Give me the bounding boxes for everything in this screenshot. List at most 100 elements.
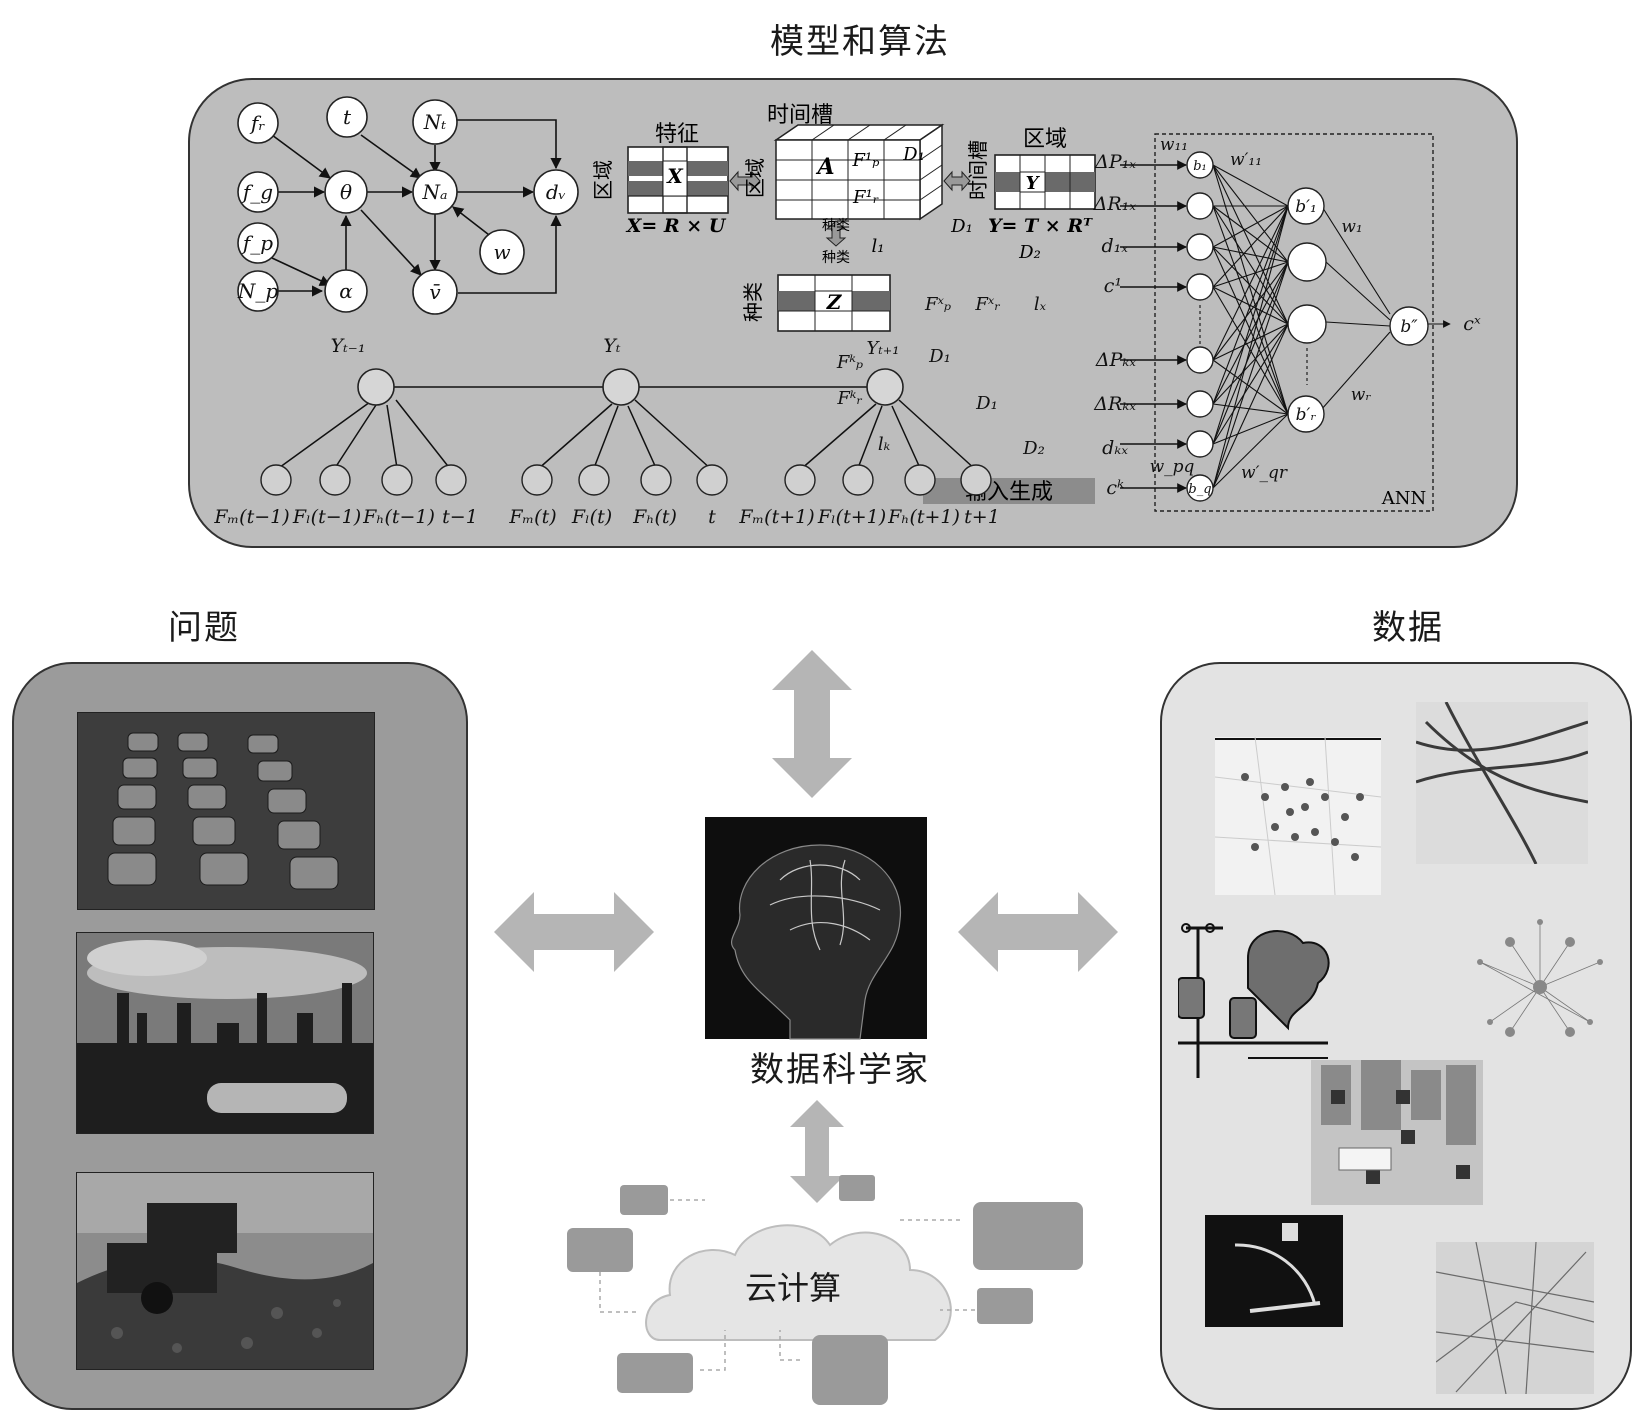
label-D1-Y: D₁ — [950, 216, 973, 237]
label-ann: ANN — [1381, 488, 1427, 509]
leaf-node — [521, 464, 553, 496]
leaf-node — [578, 464, 610, 496]
weather-station-icon — [1177, 918, 1358, 1078]
arrow-X-A — [729, 170, 761, 192]
ann-edge — [1212, 246, 1289, 263]
leaf-node — [435, 464, 467, 496]
label-D2-b: D₂ — [1022, 438, 1045, 459]
leaf-node — [696, 464, 728, 496]
node-Y-t — [602, 368, 640, 406]
label-feature: 特征 — [655, 122, 699, 147]
bayes-edges — [271, 119, 562, 297]
label-w11: w₁₁ — [1160, 135, 1188, 155]
label-dv: dᵥ — [546, 180, 566, 204]
leaf-label: Fₕ(t−1) — [362, 506, 435, 528]
arrow-scientist-cloud — [790, 1100, 844, 1203]
ann-edge — [1212, 205, 1289, 248]
leaf-node — [260, 464, 292, 496]
label-brp: b′ᵣ — [1296, 405, 1317, 425]
ann-input-label: ΔR₁ₓ — [1093, 193, 1137, 215]
leaf-label: Fₕ(t) — [632, 506, 677, 528]
label-lx: lₓ — [1034, 294, 1047, 315]
leaf-label: Fₗ(t) — [571, 506, 612, 528]
ann-edge — [1212, 246, 1289, 325]
ann-input-label: c¹ — [1104, 275, 1122, 297]
matrix-Y — [994, 154, 1096, 210]
arrow-scientist-data — [958, 892, 1118, 972]
label-Na: Nₐ — [421, 180, 447, 204]
tensor-A — [773, 123, 945, 221]
label-timeslot: 时间槽 — [767, 103, 833, 128]
leaf-label: Fₕ(t+1) — [887, 506, 960, 528]
leaf-node — [904, 464, 936, 496]
traffic-jam-photo — [77, 712, 375, 910]
label-w11p: w′₁₁ — [1230, 150, 1262, 170]
arrow-scientist-problems — [494, 892, 654, 972]
landfill-photo — [76, 1172, 374, 1370]
label-alpha: α — [339, 279, 353, 303]
label-Y-next: Yₜ₊₁ — [866, 338, 899, 359]
industrial-pollution-photo — [76, 932, 374, 1134]
label-b1p: b′₁ — [1295, 197, 1317, 217]
label-Fp1: F¹ₚ — [852, 150, 880, 171]
ann-edge — [1212, 205, 1289, 405]
label-D2-Y: D₂ — [1018, 242, 1041, 263]
label-l1: l₁ — [872, 236, 885, 257]
label-lk: lₖ — [878, 434, 891, 455]
leaf-label: Fₘ(t−1) — [213, 506, 289, 528]
node-fp — [237, 222, 279, 264]
node-Y-prev — [357, 368, 395, 406]
input-gen-bar — [923, 478, 1095, 504]
ann-edge — [1212, 261, 1289, 445]
label-region-X: 区域 — [591, 160, 615, 200]
ann-box — [1154, 133, 1434, 512]
data-title: 数据 — [1372, 608, 1444, 648]
node-Nl — [412, 99, 458, 145]
label-D1-top: D₁ — [902, 144, 925, 165]
leaf-label: t+1 — [964, 506, 1000, 528]
ann-edge — [1212, 205, 1289, 361]
ann-input-nodes — [1186, 151, 1214, 502]
ann-input-label: ΔRₖₓ — [1093, 393, 1136, 415]
leaf-label: Fₗ(t−1) — [292, 506, 361, 528]
leaf-node — [640, 464, 672, 496]
label-vbar: v̄ — [429, 280, 441, 304]
arrow-scientist-models — [772, 650, 852, 798]
ann-edges — [1199, 164, 1451, 489]
label-region-A: 区域 — [743, 158, 767, 198]
label-bq: b_q — [1188, 482, 1211, 497]
ann-edge — [1212, 261, 1289, 489]
label-output: cˣ — [1463, 313, 1481, 335]
ann-edge — [1212, 205, 1289, 489]
scientist-label: 数据科学家 — [750, 1050, 930, 1090]
cloud-label: 云计算 — [745, 1269, 842, 1307]
label-Frk: Fᵏᵣ — [836, 388, 862, 409]
label-fp: f_p — [241, 231, 273, 255]
ann-edge — [1212, 205, 1289, 288]
label-Y-prev: Yₜ₋₁ — [331, 335, 366, 357]
ann-hidden-nodes — [1287, 187, 1429, 433]
label-Z: Z — [826, 290, 843, 314]
poi-map-image — [1215, 737, 1381, 895]
ann-edge — [1212, 359, 1289, 415]
ann-edge — [1212, 323, 1289, 445]
label-theta: θ — [340, 180, 352, 204]
ann-edge — [1212, 261, 1289, 405]
label-Fr1: F¹ᵣ — [852, 187, 879, 208]
node-theta — [324, 170, 368, 214]
ann-input-label: ΔPₖₓ — [1095, 349, 1136, 371]
scientist-brain-image — [705, 817, 927, 1040]
label-wpq: w_pq — [1150, 457, 1195, 477]
label-fg: f_g — [241, 180, 273, 204]
ann-edge — [1212, 205, 1289, 325]
ann-edge — [1212, 413, 1289, 445]
leaf-node — [784, 464, 816, 496]
ann-edge — [1212, 205, 1289, 263]
ann-edge — [1212, 164, 1289, 207]
label-fr: fᵣ — [249, 111, 265, 135]
ann-edge — [1212, 323, 1289, 405]
leaf-label: Fₗ(t+1) — [817, 506, 886, 528]
ann-input-label: ΔP₁ₓ — [1094, 151, 1136, 173]
ann-edge — [1212, 261, 1289, 288]
label-category-small-1: 种类 — [822, 218, 850, 234]
